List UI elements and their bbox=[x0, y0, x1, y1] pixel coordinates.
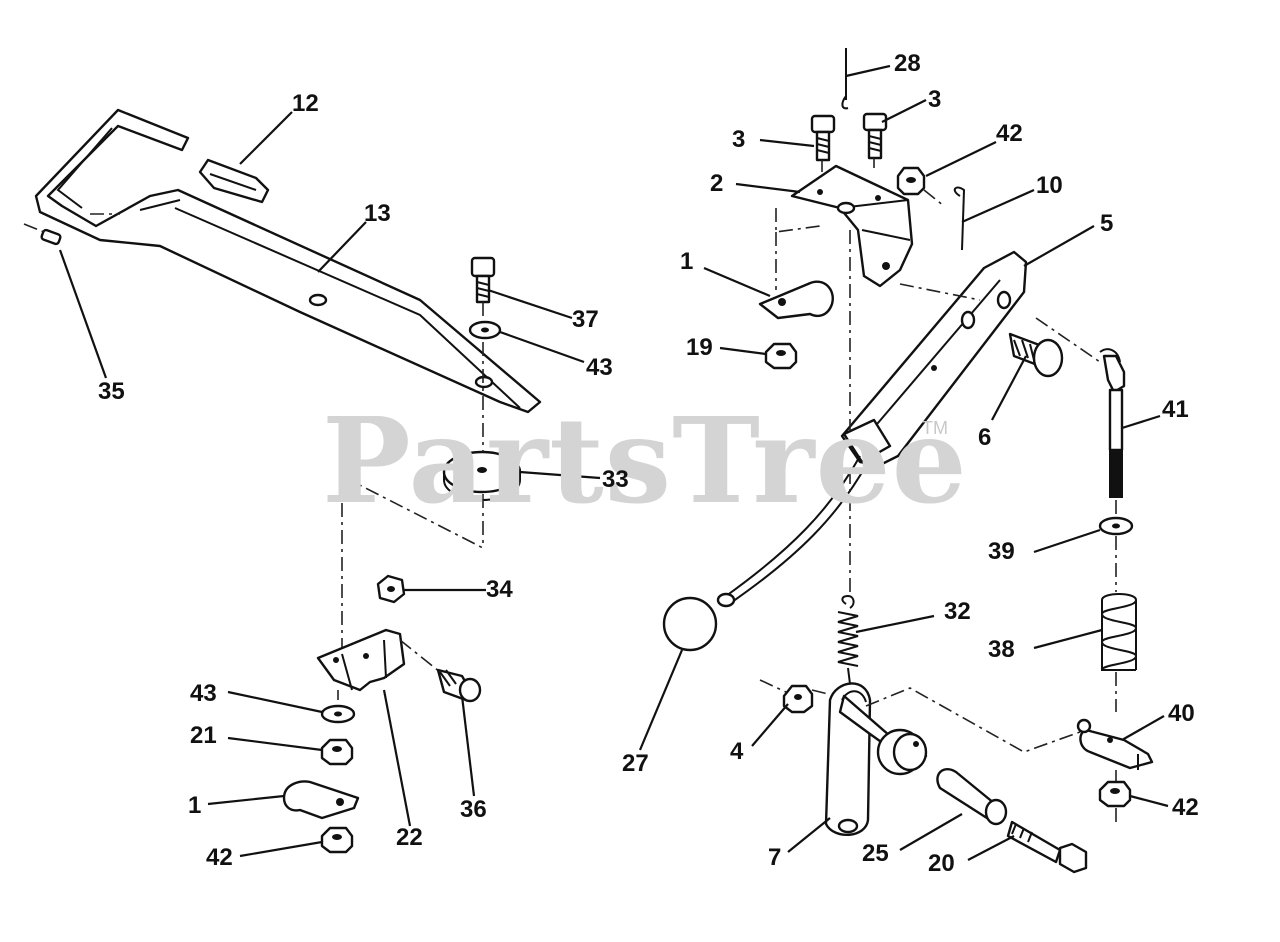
part-13-bar bbox=[34, 108, 542, 414]
callout-4: 4 bbox=[730, 738, 744, 765]
callout-10: 10 bbox=[1036, 172, 1063, 199]
callout-41: 41 bbox=[1162, 396, 1189, 423]
part-20-bolt bbox=[1006, 820, 1088, 874]
part-27-shift-rod bbox=[716, 455, 869, 608]
callout-38: 38 bbox=[988, 636, 1015, 663]
callout-19: 19 bbox=[686, 334, 713, 361]
callout-25: 25 bbox=[862, 840, 889, 867]
callout-36: 36 bbox=[460, 796, 487, 823]
watermark: PartsTree bbox=[322, 391, 968, 530]
watermark-trademark: TM bbox=[922, 418, 948, 438]
callout-28: 28 bbox=[894, 50, 921, 77]
callout-34: 34 bbox=[486, 576, 513, 603]
callout-27: 27 bbox=[622, 750, 649, 777]
callout-2: 2 bbox=[710, 170, 724, 197]
part-3-bolt-right bbox=[862, 112, 888, 160]
part-25-spacer bbox=[936, 767, 1008, 826]
part-27-knob bbox=[662, 596, 718, 652]
part-34-nut bbox=[376, 574, 406, 604]
part-36-bolt bbox=[436, 668, 482, 703]
part-39-washer bbox=[1098, 516, 1134, 536]
callout-20: 20 bbox=[928, 850, 955, 877]
callout-21: 21 bbox=[190, 722, 217, 749]
part-41-rod bbox=[1099, 348, 1126, 498]
callout-43-lower: 43 bbox=[190, 680, 217, 707]
part-4-nut bbox=[782, 684, 814, 714]
part-32-spring bbox=[837, 594, 859, 692]
part-21-nut bbox=[320, 738, 354, 766]
part-22-bracket bbox=[316, 628, 406, 692]
callout-40: 40 bbox=[1168, 700, 1195, 727]
callout-13: 13 bbox=[364, 200, 391, 227]
part-12-pad bbox=[198, 158, 270, 204]
callout-37: 37 bbox=[572, 306, 599, 333]
part-10-cotter-pin bbox=[953, 186, 966, 251]
part-40-pivot bbox=[1076, 718, 1154, 770]
part-7-shaft bbox=[838, 694, 928, 776]
callout-7: 7 bbox=[768, 844, 782, 871]
callout-35: 35 bbox=[98, 378, 125, 405]
callout-42-lower: 42 bbox=[206, 844, 233, 871]
part-42-nut-lower bbox=[320, 826, 354, 854]
callout-3-right: 3 bbox=[928, 86, 942, 113]
part-37-bolt bbox=[470, 256, 496, 304]
callout-1-lower: 1 bbox=[188, 792, 202, 819]
part-5-lever bbox=[840, 250, 1028, 468]
callout-43-upper: 43 bbox=[586, 354, 613, 381]
callout-12: 12 bbox=[292, 90, 319, 117]
part-3-bolt-left bbox=[810, 114, 836, 162]
part-1-clip-lower bbox=[282, 780, 360, 820]
part-43-washer-lower bbox=[320, 704, 356, 724]
part-42-nut-upper bbox=[896, 166, 926, 196]
part-38-spring bbox=[1100, 593, 1138, 671]
callout-39: 39 bbox=[988, 538, 1015, 565]
callout-3-left: 3 bbox=[732, 126, 746, 153]
leader-lines bbox=[58, 64, 1169, 861]
callout-6: 6 bbox=[978, 424, 992, 451]
callout-5: 5 bbox=[1100, 210, 1114, 237]
callout-42-upper: 42 bbox=[996, 120, 1023, 147]
callout-33: 33 bbox=[602, 466, 629, 493]
part-1-clip-upper bbox=[758, 280, 834, 320]
part-28-wire bbox=[841, 48, 849, 110]
part-2-bracket bbox=[790, 164, 914, 288]
callout-1-upper: 1 bbox=[680, 248, 694, 275]
part-43-washer bbox=[468, 320, 502, 340]
part-35-pin bbox=[40, 228, 62, 246]
part-6-bolt bbox=[1008, 332, 1064, 378]
part-42-nut-right bbox=[1098, 780, 1132, 808]
callout-42-right: 42 bbox=[1172, 794, 1199, 821]
part-19-nut bbox=[764, 342, 798, 370]
callout-22: 22 bbox=[396, 824, 423, 851]
callout-32: 32 bbox=[944, 598, 971, 625]
